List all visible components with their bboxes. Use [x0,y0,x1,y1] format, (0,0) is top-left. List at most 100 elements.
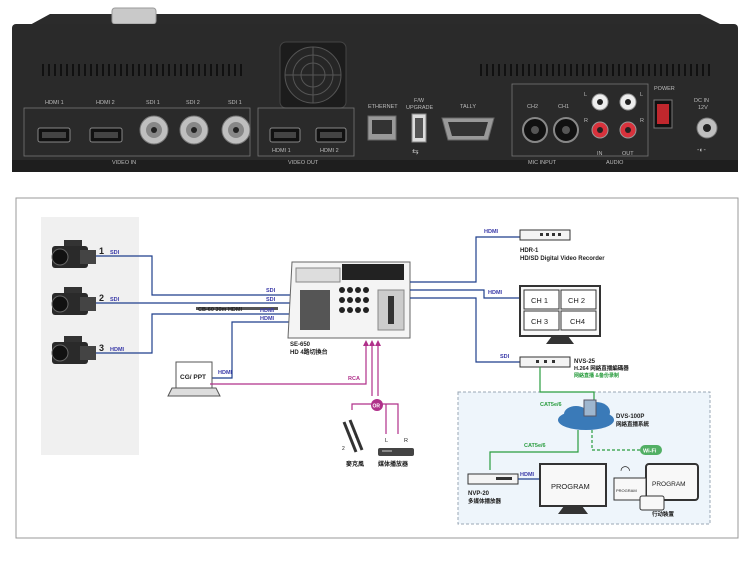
rca-label: RCA [348,376,360,382]
dc-in-label: DC IN [694,98,709,104]
tally-port [441,117,495,141]
hdmi-in-1-label: HDMI 1 [45,100,64,106]
audio-l-label: L [385,438,388,444]
rear-panel: HDMI 1 HDMI 2 SDI 1 SDI 2 SDI 1 HDMI 1 H… [0,0,750,185]
rca-r-out-port [619,121,637,139]
monitor-ch3: CH 3 [531,317,548,326]
hdmi-in-1-port [37,127,71,143]
mic-number-1: 1 [355,434,358,440]
nvp-desc: 多媒体播放器 [468,497,502,505]
phone-icon [639,495,665,511]
cg-ppt-signal: HDMI [218,370,233,376]
sdi-in-2-port [179,115,209,145]
microphone-icon [342,419,364,453]
camera-1-number: 1 [99,246,104,256]
switcher-input-4: HDMI [260,316,275,322]
dc-12v-label: 12V [698,105,708,111]
program-tablet-label: PROGRAM [652,481,686,488]
camera-1-icon [51,240,96,268]
camera-1-signal: SDI [110,250,120,256]
ethernet-port [367,115,397,141]
hdmi-out-2-port [315,127,347,143]
hdr-device [519,229,571,241]
server-desc: 网絡直播系統 [616,420,650,428]
monitor-ch2: CH 2 [568,296,585,305]
rca-r-in-port [591,121,609,139]
hdr-desc: HD/SD Digital Video Recorder [520,256,605,262]
dc-polarity-icon: -◐- [697,147,707,154]
nvp-device [467,473,519,485]
sdi-in-1-label: SDI 1 [146,100,160,106]
audio-out-label: OUT [622,151,634,157]
hdr-model: HDR-1 [520,248,539,254]
usb-icon: ⇆ [412,147,419,156]
switcher-model: SE-650 [290,342,311,348]
sdi-in-2-label: SDI 2 [186,100,200,106]
camera-3-number: 3 [99,343,104,353]
mic-input-group-label: MIC INPUT [528,160,557,166]
video-out-group-label: VIDEO OUT [288,160,319,166]
laptop-icon [167,361,221,397]
sdi-in-1-port [139,115,169,145]
switcher-input-3: HDMI [260,308,275,314]
mic-ch1-label: CH1 [558,104,569,110]
switcher-input-1: SDI [266,288,276,294]
audio-in-label: IN [597,151,603,157]
nvs-desc-2: 网絡直播 &备份录制 [574,372,619,379]
rca-l-in-port [591,93,609,111]
dc-in-port [696,117,718,139]
cg-ppt-label: CG/ PPT [180,374,206,381]
mic-ch2-label: CH2 [527,104,538,110]
server-model: DVS-100P [616,414,644,420]
upgrade-label: UPGRADE [406,105,434,111]
media-player-label: 媒体播放器 [378,460,409,468]
audio-l-in-label: L [584,92,587,98]
media-player-icon [378,448,414,456]
usb-port [411,113,427,143]
mic-number-2: 2 [342,446,345,452]
tally-label: TALLY [460,104,476,110]
laptop-device-icon [613,477,647,501]
monitor-ch4: CH4 [570,317,585,326]
video-in-group-label: VIDEO IN [112,160,136,166]
ethernet-label: ETHERNET [368,104,398,110]
audio-r-in-label: R [584,118,588,124]
nvs-signal: SDI [500,354,510,360]
monitor-ch1: CH 1 [531,296,548,305]
rca-l-out-port [619,93,637,111]
program-monitor-label: PROGRAM [551,482,590,491]
audio-l-out-label: L [640,92,643,98]
audio-r-label: R [404,438,408,444]
mobile-label: 行动裝置 [651,510,675,518]
or-badge [371,399,383,411]
camera-2-number: 2 [99,293,104,303]
power-switch [653,99,673,129]
cat-label-2: CAT5e/6 [524,443,546,449]
cloud-icon [558,399,614,430]
nvs-model: NVS-25 [574,359,596,365]
mic-label: 麥克風 [345,460,364,468]
mic-ch1-port [553,117,579,143]
switcher-input-2: SDI [266,297,276,303]
program-monitor [539,463,607,514]
hdr-signal: HDMI [484,229,499,235]
hdmi-in-2-label: HDMI 2 [96,100,115,106]
switcher-device [287,261,411,339]
nvs-device [519,356,571,368]
fan-icon [279,41,347,109]
or-label: OR [373,404,381,410]
audio-r-out-label: R [640,118,644,124]
cable-note: CB-60 30m HDMI [198,307,242,313]
power-label: POWER [654,86,675,92]
camera-2-icon [51,287,96,315]
cat-label-1: CAT5e/6 [540,402,562,408]
connection-diagram: 1 2 3 SDI SDI HDMI CB-60 30m HDMI SDI SD… [15,197,739,539]
multiview-monitor [519,285,601,344]
camera-3-signal: HDMI [110,347,125,353]
audio-group-label: AUDIO [606,160,624,166]
nvp-signal: HDMI [520,472,535,478]
sdi-out-1-label: SDI 1 [228,100,242,106]
hdmi-out-2-label: HDMI 2 [320,148,339,154]
hdmi-in-2-port [89,127,123,143]
nvs-desc-1: H.264 网絡直播編碼器 [574,364,629,372]
